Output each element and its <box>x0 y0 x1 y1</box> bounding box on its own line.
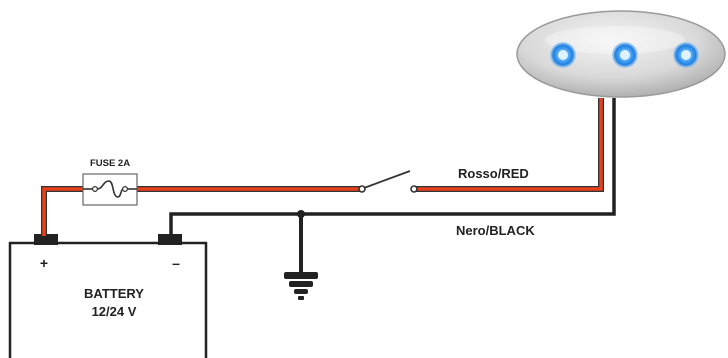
red-wire-label: Rosso/RED <box>458 166 529 181</box>
battery-title: BATTERY <box>84 286 144 301</box>
red-wire-battery-to-fuse <box>42 187 84 236</box>
led-lamp <box>516 10 726 98</box>
switch <box>358 170 418 193</box>
red-wire-battery-to-fuse-outline <box>41 186 84 236</box>
battery-positive-terminal <box>34 234 58 245</box>
battery-negative-terminal <box>158 234 182 245</box>
black-wire-circuit <box>169 98 616 272</box>
battery-positive-symbol: + <box>40 255 48 271</box>
black-wire-label: Nero/BLACK <box>456 223 535 238</box>
fuse: FUSE 2A <box>82 158 138 206</box>
black-wire <box>169 98 616 236</box>
battery: + – BATTERY 12/24 V <box>8 234 208 358</box>
ground-icon <box>284 272 318 300</box>
battery-body <box>8 241 208 358</box>
battery-negative-symbol: – <box>172 255 180 271</box>
battery-voltage: 12/24 V <box>92 304 137 319</box>
switch-lever <box>363 170 411 189</box>
fuse-element-icon <box>96 180 124 198</box>
red-wire-switch-to-lamp <box>414 98 603 191</box>
red-wire-circuit <box>41 98 604 236</box>
switch-terminal-right <box>410 185 418 193</box>
fuse-label: FUSE 2A <box>90 158 130 169</box>
switch-terminal-left <box>358 185 366 193</box>
